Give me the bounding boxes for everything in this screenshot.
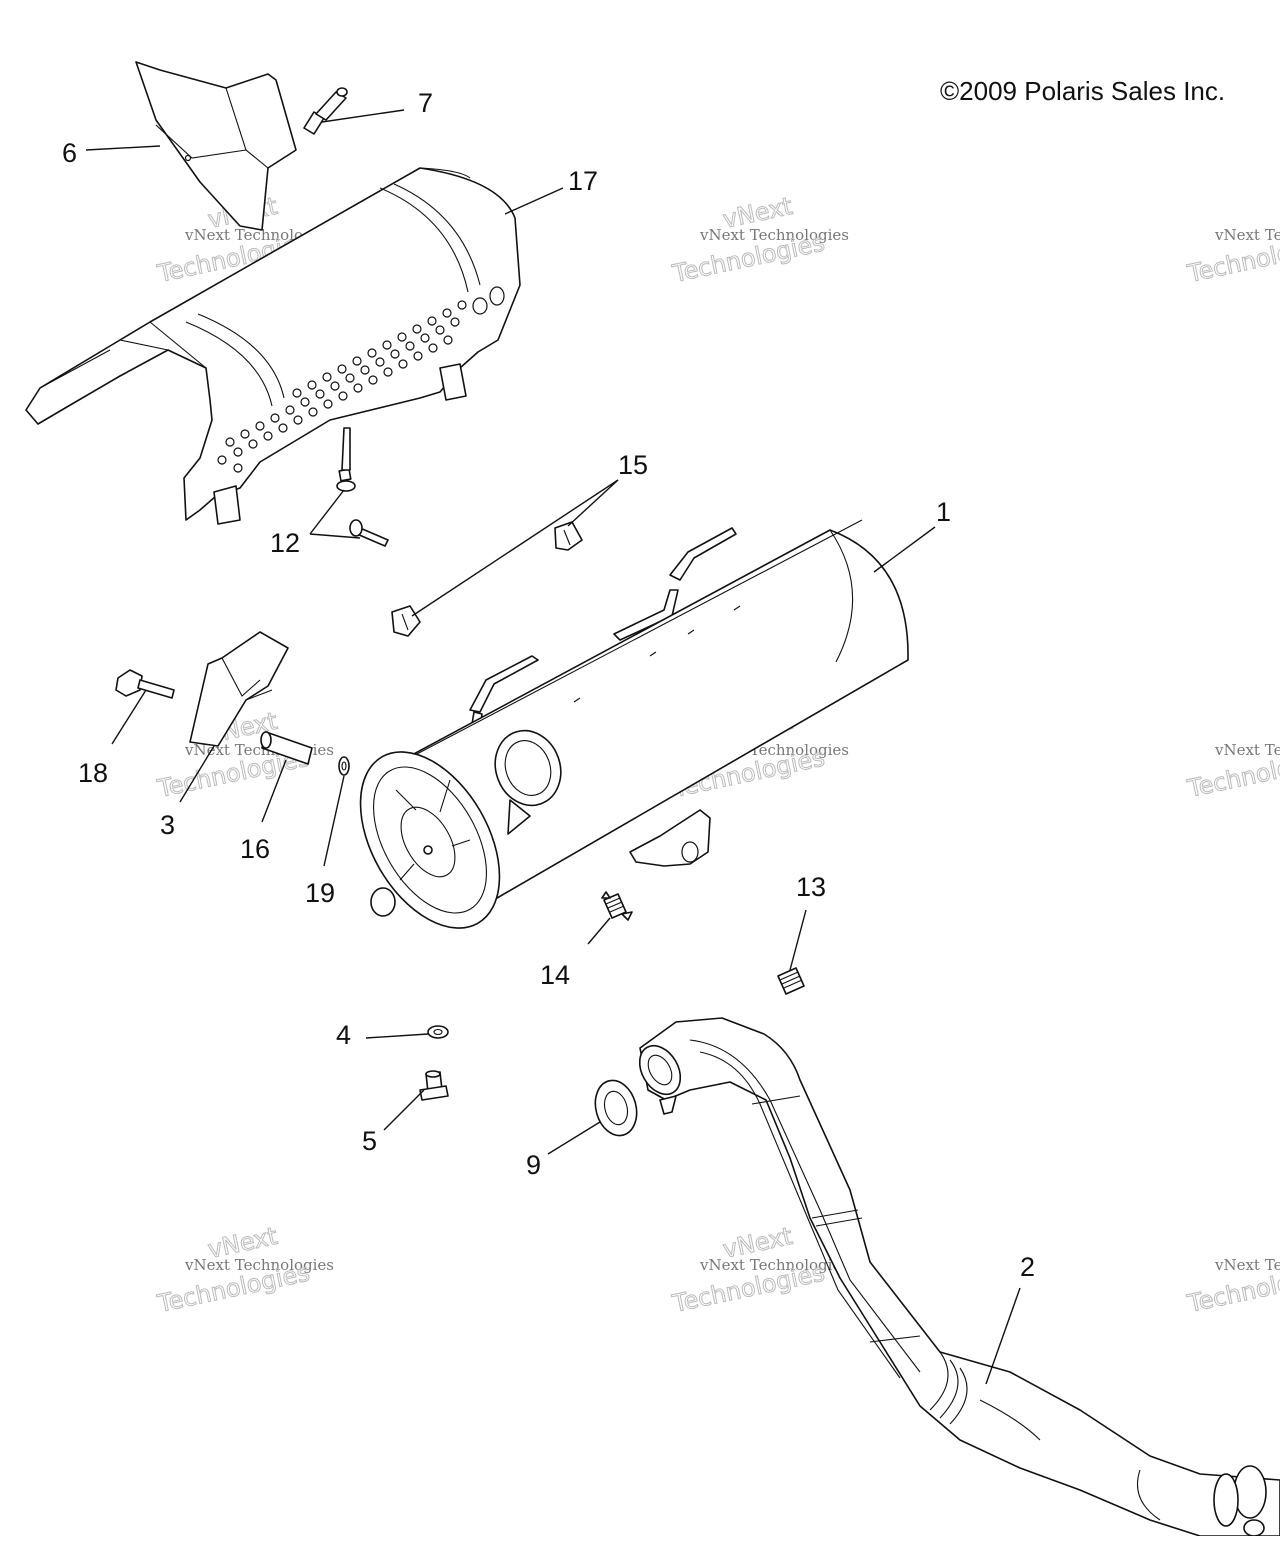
heat-shield-perforations (217, 300, 467, 473)
part-2-header-pipe (638, 1017, 1280, 1537)
part-18-bolt (115, 669, 175, 699)
callout-19: 19 (305, 878, 335, 908)
callout-labels: 6 7 17 12 15 1 18 3 16 19 14 13 4 5 9 2 (62, 88, 1035, 1282)
part-5-plug (419, 1070, 449, 1101)
watermark-7: vNext Technologies vNext Technologies (154, 1221, 334, 1318)
callout-2: 2 (1020, 1252, 1035, 1282)
part-12-bolts (336, 427, 389, 547)
watermark-9: vNext Technologies Technologies (1184, 1256, 1280, 1319)
callout-6: 6 (62, 138, 77, 168)
callout-17: 16 (240, 834, 270, 864)
callout-5: 5 (362, 1126, 377, 1156)
callout-4: 4 (336, 1020, 351, 1050)
callout-14: 14 (540, 960, 570, 990)
copyright-text: 2009 Polaris Sales Inc. (959, 76, 1226, 106)
svg-text:vNext Technologies: vNext Technologies (699, 1256, 849, 1274)
svg-text:vNext Technologies: vNext Technologies (699, 226, 849, 244)
part-3-bracket (189, 631, 289, 747)
part-1-muffler (359, 519, 909, 929)
part-19-washer (338, 756, 350, 776)
callout-9: 9 (526, 1150, 541, 1180)
callout-7: 7 (418, 88, 433, 118)
part-17-spacer (260, 731, 313, 765)
part-16-heat-shield (25, 167, 521, 525)
part-13-spring (777, 967, 805, 995)
copyright-notice: ©2009 Polaris Sales Inc. (940, 76, 1226, 106)
callout-16: 17 (568, 166, 598, 196)
svg-text:vNext Technologies: vNext Technologies (184, 1256, 334, 1274)
callout-18: 18 (78, 758, 108, 788)
svg-text:vNext Technologies: vNext Technologies (1214, 226, 1280, 244)
callout-3: 3 (160, 810, 175, 840)
part-7-push-rivet (303, 87, 348, 135)
part-9-gasket (594, 1079, 638, 1137)
callout-12: 12 (270, 528, 300, 558)
part-6-deflector-bracket (135, 61, 297, 231)
svg-text:vNext Technologies: vNext Technologies (1214, 1256, 1280, 1274)
watermark-3: vNext Technologies Technologies (1184, 226, 1280, 289)
leader-lines (85, 109, 1021, 1385)
callout-1: 1 (936, 497, 951, 527)
part-4-washer (427, 1025, 449, 1039)
watermark-6: vNext Technologies Technologies (1184, 741, 1280, 804)
part-15-nuts (391, 521, 583, 637)
part-14-spring (601, 891, 633, 921)
callout-13: 13 (796, 872, 826, 902)
watermark-2: vNext Technologies vNext Technologies (669, 191, 849, 288)
svg-text:vNext Technologies: vNext Technologies (1214, 741, 1280, 759)
callout-15: 15 (618, 450, 648, 480)
